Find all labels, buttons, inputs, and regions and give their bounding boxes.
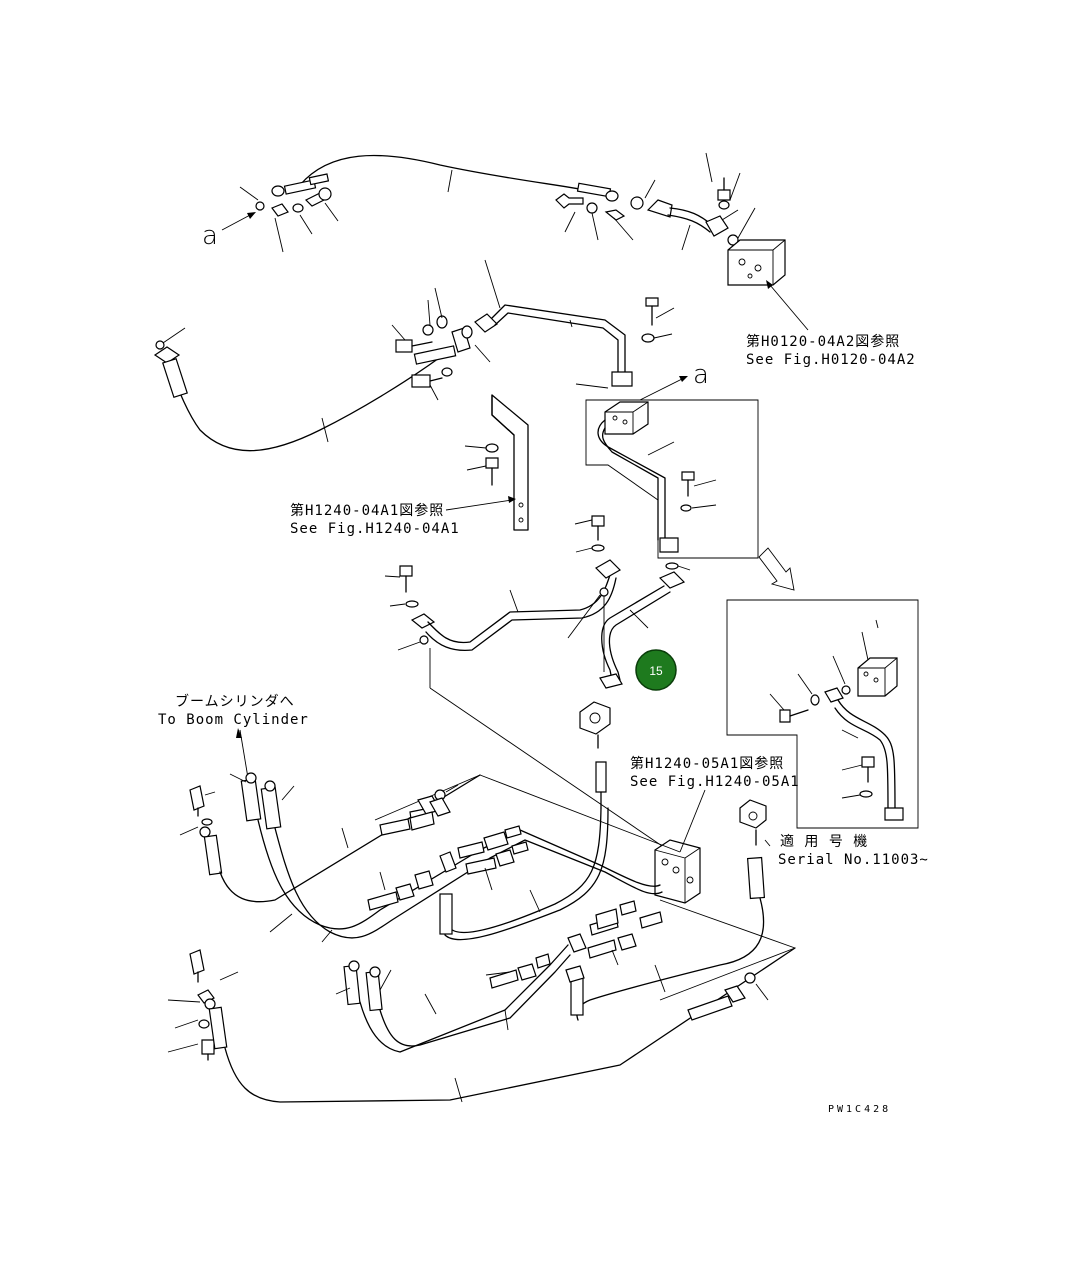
ref-h0120-jp: 第H0120-04A2図参照 [746, 333, 900, 350]
callout-marker-15[interactable]: 15 [635, 649, 677, 691]
ref-h1240-04-en: See Fig.H1240-04A1 [290, 521, 460, 537]
callout-marker-label: 15 [649, 664, 663, 678]
boom-cylinder-en: To Boom Cylinder [158, 712, 309, 728]
boom-cylinder-jp: ブームシリンダへ [175, 693, 295, 710]
ref-h1240-05-jp: 第H1240-05A1図参照 [630, 755, 784, 772]
inset-detail-box [585, 399, 795, 591]
serial-number-en: Serial No.11003~ [778, 852, 929, 868]
drawing-code: PW1C428 [828, 1104, 891, 1115]
ref-h0120-en: See Fig.H0120-04A2 [746, 352, 916, 368]
middle-pipe-assembly [384, 515, 691, 851]
upper-pipe-assembly [153, 259, 688, 452]
view-mark-a-right: a [693, 360, 709, 390]
serial-inset-box [726, 599, 919, 829]
ref-h1240-05-en: See Fig.H1240-05A1 [630, 774, 800, 790]
top-hose-assembly [221, 152, 809, 331]
view-mark-a-left: a [202, 221, 218, 251]
bracket-assembly [445, 394, 529, 531]
serial-applicable-jp: 適 用 号 機 [780, 833, 868, 850]
bottom-hose-assembly [167, 701, 796, 1103]
ref-h1240-04-jp: 第H1240-04A1図参照 [290, 502, 444, 519]
